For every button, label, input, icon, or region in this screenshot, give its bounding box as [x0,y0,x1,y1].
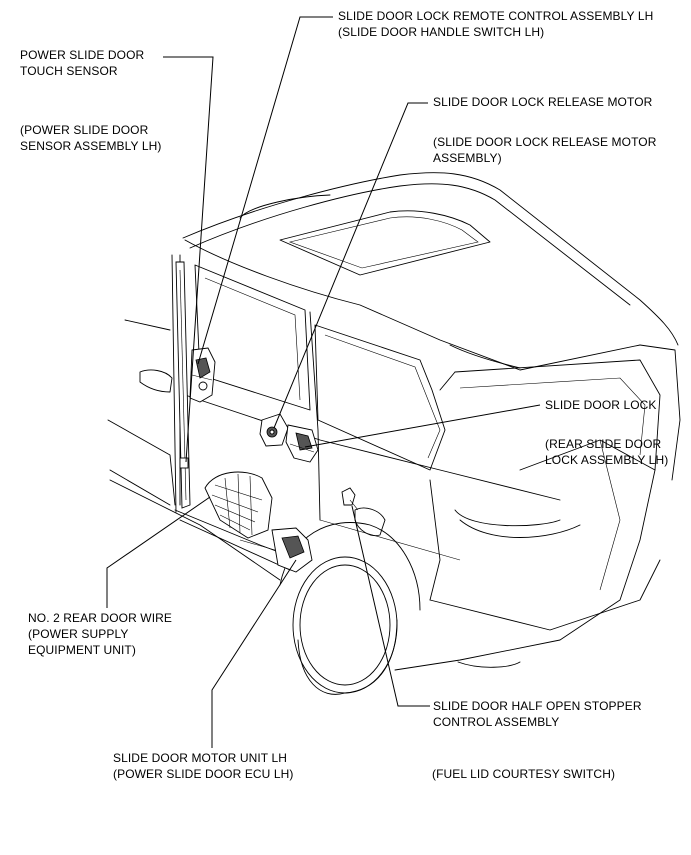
touch-sensor-sub-label: (POWER SLIDE DOOR SENSOR ASSEMBLY LH) [20,122,162,154]
touch-sensor-sub-label-line2: SENSOR ASSEMBLY LH) [20,139,162,153]
rear-door-wire-label-line1: NO. 2 REAR DOOR WIRE [28,611,173,625]
door-lock-sub-label-line2: LOCK ASSEMBLY LH) [545,453,669,467]
door-lock-label: SLIDE DOOR LOCK [545,397,657,413]
release-motor-label: SLIDE DOOR LOCK RELEASE MOTOR [433,94,652,110]
remote-control-label-line2: (SLIDE DOOR HANDLE SWITCH LH) [338,25,545,39]
remote-control-label: SLIDE DOOR LOCK REMOTE CONTROL ASSEMBLY … [338,8,653,40]
lock-release-motor [259,413,289,447]
fuel-lid-label-line1: (FUEL LID COURTESY SWITCH) [432,767,616,781]
half-open-stopper-label-line2: CONTROL ASSEMBLY [433,715,560,729]
door-lock-sub-label-line1: (REAR SLIDE DOOR [545,437,662,451]
release-motor-sub-label-line2: ASSEMBLY) [433,151,502,165]
motor-unit-label-line1: SLIDE DOOR MOTOR UNIT LH [113,751,287,765]
rear-door-wire-label-line3: EQUIPMENT UNIT) [28,643,136,657]
motor-unit-label: SLIDE DOOR MOTOR UNIT LH (POWER SLIDE DO… [113,750,294,782]
half-open-stopper-label: SLIDE DOOR HALF OPEN STOPPER CONTROL ASS… [433,698,642,730]
touch-sensor-label-line2: TOUCH SENSOR [20,64,118,78]
fuel-lid-label: (FUEL LID COURTESY SWITCH) [432,766,615,782]
remote-control-label-line1: SLIDE DOOR LOCK REMOTE CONTROL ASSEMBLY … [338,9,654,23]
door-lock-label-line1: SLIDE DOOR LOCK [545,398,657,412]
motor-unit-label-line2: (POWER SLIDE DOOR ECU LH) [113,767,294,781]
touch-sensor-label-line1: POWER SLIDE DOOR [20,48,145,62]
touch-sensor-label: POWER SLIDE DOOR TOUCH SENSOR [20,47,144,79]
release-motor-sub-label: (SLIDE DOOR LOCK RELEASE MOTOR ASSEMBLY) [433,134,657,166]
touch-sensor-sub-label-line1: (POWER SLIDE DOOR [20,123,149,137]
release-motor-label-line1: SLIDE DOOR LOCK RELEASE MOTOR [433,95,653,109]
leader-lines [106,16,541,748]
rear-door-wire-label: NO. 2 REAR DOOR WIRE (POWER SUPPLY EQUIP… [28,610,172,658]
vehicle-body [107,172,681,695]
rear-door-wire-label-line2: (POWER SUPPLY [28,627,129,641]
half-open-stopper-label-line1: SLIDE DOOR HALF OPEN STOPPER [433,699,642,713]
release-motor-sub-label-line1: (SLIDE DOOR LOCK RELEASE MOTOR [433,135,657,149]
half-open-stopper [341,487,359,511]
motor-unit [204,471,313,573]
remote-control-assembly [189,347,216,403]
door-lock-assembly [285,424,319,463]
door-lock-sub-label: (REAR SLIDE DOOR LOCK ASSEMBLY LH) [545,436,668,468]
touch-sensor-strip [175,261,191,509]
